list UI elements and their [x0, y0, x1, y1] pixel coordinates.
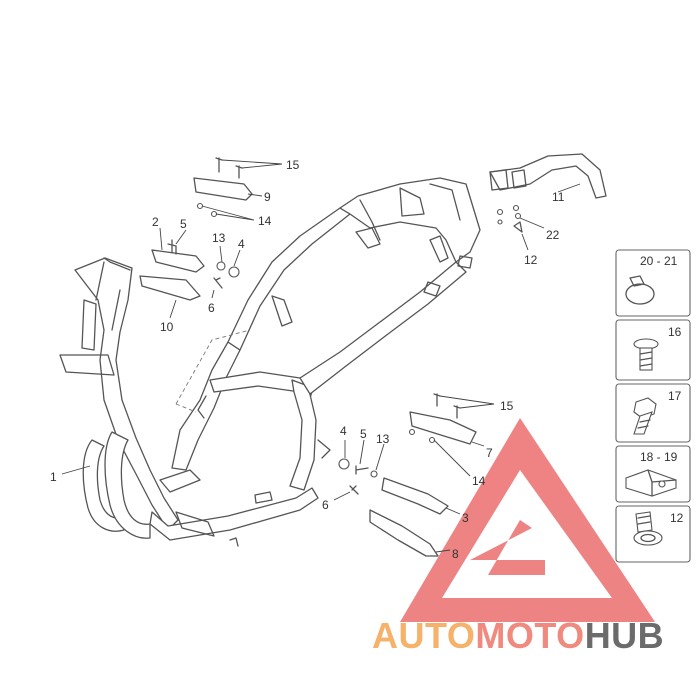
- cover-part-10: [139, 275, 201, 301]
- callout-labels: 15 9 2 5 14 13 4 6 10 1 11 22 12 15 7 4 …: [50, 158, 565, 561]
- callout-15-lower: 15: [500, 399, 514, 413]
- leader-lines: [61, 159, 581, 553]
- legend-label-12: 12: [670, 511, 684, 525]
- callout-13-upper: 13: [212, 231, 226, 245]
- cover-part-8: [369, 509, 439, 557]
- watermark-logo: [400, 418, 655, 622]
- flange-screw-icon: [633, 338, 659, 371]
- callout-6-upper: 6: [208, 301, 215, 315]
- cover-part-3: [381, 477, 449, 515]
- watermark-triangle: [400, 418, 655, 622]
- callout-2: 2: [152, 215, 159, 229]
- legend-label-18-19: 18 - 19: [640, 450, 678, 464]
- hex-bolt-icon: [633, 397, 657, 435]
- legend-label-17: 17: [668, 389, 682, 403]
- callout-10: 10: [160, 320, 174, 334]
- callout-12: 12: [524, 253, 538, 267]
- rear-grab-handle: [489, 153, 607, 199]
- flange-bolt-icon: [633, 511, 663, 546]
- watermark-text: AUTOMOTOHUB: [372, 615, 664, 656]
- callout-13-lower: 13: [376, 432, 390, 446]
- legend-box-spring-nut: 18 - 19: [615, 445, 691, 503]
- cover-part-7: [409, 411, 477, 445]
- callout-4-upper: 4: [238, 237, 245, 251]
- callout-5-lower: 5: [360, 427, 367, 441]
- legend-box-hose-clamp: 20 - 21: [615, 249, 691, 317]
- callout-4-lower: 4: [340, 424, 347, 438]
- watermark-hub: HUB: [585, 615, 665, 656]
- callout-14-lower: 14: [472, 474, 486, 488]
- cover-part-9: [193, 177, 253, 201]
- callout-9: 9: [264, 190, 271, 204]
- handle-fasteners: [496, 204, 523, 233]
- callout-14-upper: 14: [258, 214, 272, 228]
- callout-15-upper: 15: [286, 158, 300, 172]
- callout-5-upper: 5: [180, 217, 187, 231]
- small-parts-lower: [338, 393, 461, 495]
- legend-box-flange-bolt: 12: [615, 505, 691, 563]
- legend-label-20-21: 20 - 21: [640, 254, 678, 268]
- callout-3: 3: [462, 511, 469, 525]
- svg-text:AUTOMOTOHUB: AUTOMOTOHUB: [372, 615, 664, 656]
- watermark-auto: AUTO: [372, 615, 475, 656]
- cover-part-2: [151, 249, 205, 273]
- callout-1: 1: [50, 470, 57, 484]
- callout-8: 8: [452, 547, 459, 561]
- spring-nut-icon: [625, 469, 677, 497]
- callout-22: 22: [546, 228, 560, 242]
- legend-box-screw: 16: [615, 319, 691, 381]
- callout-11: 11: [552, 190, 565, 204]
- callout-6-lower: 6: [322, 498, 329, 512]
- main-frame: [59, 177, 481, 547]
- hidden-line: [175, 329, 251, 413]
- legend-box-bolt: 17: [615, 383, 691, 443]
- watermark-moto: MOTO: [475, 615, 584, 656]
- callout-7: 7: [486, 446, 493, 460]
- hose-clamp-icon: [625, 275, 655, 305]
- legend-label-16: 16: [668, 325, 682, 339]
